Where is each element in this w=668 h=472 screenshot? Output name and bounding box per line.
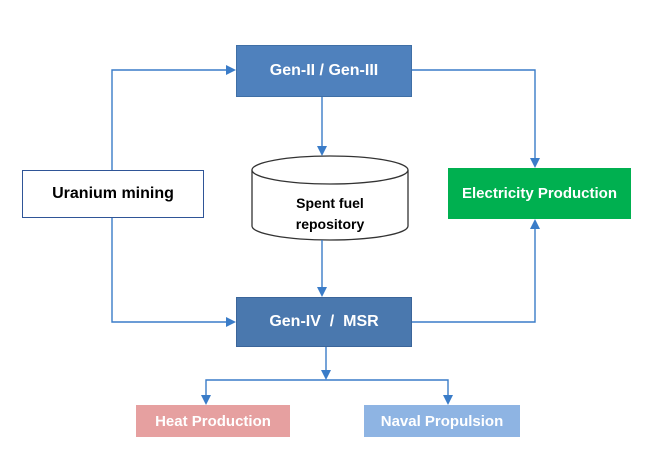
arrow-to-heat-production bbox=[201, 379, 326, 405]
gen2-gen3-reactor-box: Gen-II / Gen-III bbox=[236, 45, 412, 97]
gen2-gen3-label: Gen-II / Gen-III bbox=[269, 62, 379, 79]
arrow-uranium-to-gen23 bbox=[111, 65, 236, 170]
spent-fuel-repository-text: Spent fuel repository bbox=[295, 195, 365, 232]
arrow-gen4-to-electricity bbox=[412, 219, 540, 323]
naval-propulsion-box: Naval Propulsion bbox=[364, 405, 520, 437]
electricity-production-box: Electricity Production bbox=[448, 168, 631, 219]
arrow-uranium-to-gen4 bbox=[111, 218, 236, 327]
gen4-msr-label: Gen-IV / MSR bbox=[269, 313, 379, 330]
spent-fuel-repository-cylinder bbox=[251, 155, 409, 241]
heat-production-box: Heat Production bbox=[136, 405, 290, 437]
arrow-to-naval-propulsion bbox=[326, 379, 453, 405]
arrow-gen23-to-electricity bbox=[412, 69, 540, 168]
electricity-production-label: Electricity Production bbox=[461, 185, 618, 202]
spent-fuel-repository-label: Spent fuel repository bbox=[252, 193, 408, 235]
uranium-mining-box: Uranium mining bbox=[22, 170, 204, 218]
heat-production-label: Heat Production bbox=[155, 412, 271, 430]
gen4-msr-reactor-box: Gen-IV / MSR bbox=[236, 297, 412, 347]
uranium-mining-label: Uranium mining bbox=[52, 185, 174, 202]
naval-propulsion-label: Naval Propulsion bbox=[380, 412, 504, 430]
